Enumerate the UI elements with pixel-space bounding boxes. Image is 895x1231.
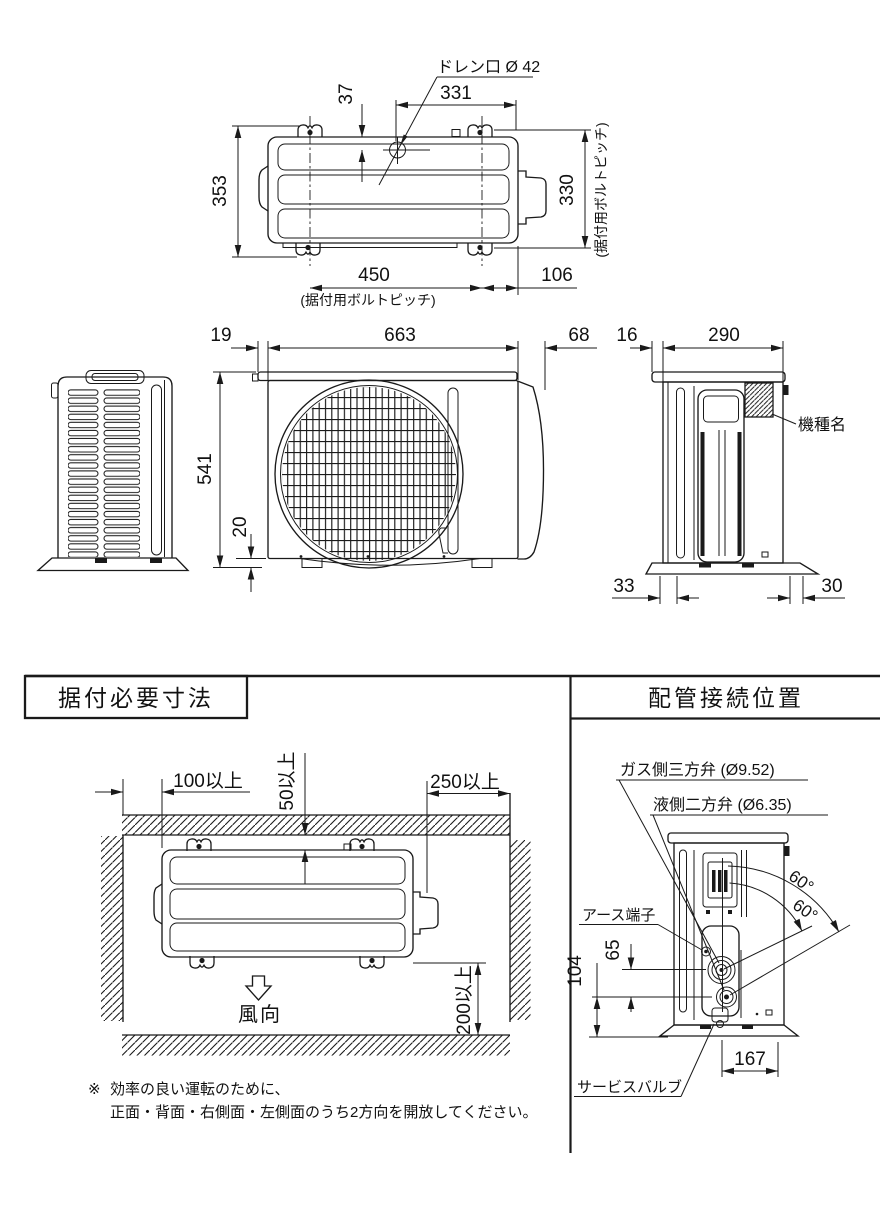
louver-grid: [68, 389, 140, 557]
angle-lower-60: 60°: [789, 895, 821, 925]
left-bump: [258, 165, 269, 212]
dim-bolt-pitch-330: 330: [557, 174, 578, 206]
side-base: [644, 562, 821, 575]
valve-cover: [701, 925, 740, 1017]
gas-valve-label: ガス側三方弁 (Ø9.52): [620, 761, 775, 779]
dim-104: 104: [565, 955, 586, 987]
drain-pan: [299, 558, 481, 566]
left-view-base: [36, 557, 190, 572]
bolt-pitch-note-bottom: (据付用ボルトピッチ): [300, 292, 435, 308]
fan-grille: [282, 387, 456, 561]
install-clearance-diagram: 100以上 50以上 250以上 200以上 風向 ※ 効率の良い運転のために、…: [88, 751, 537, 1121]
dim-20: 20: [230, 516, 251, 537]
side-handle: [697, 389, 745, 563]
dim-depth-353: 353: [210, 175, 231, 207]
dim-68: 68: [568, 325, 589, 346]
front-body: [267, 379, 519, 560]
left-side-view: [36, 370, 190, 572]
side-roof: [651, 371, 786, 383]
liquid-valve: [716, 986, 737, 1008]
dim-19: 19: [210, 325, 231, 346]
clearance-front-200: 200以上: [453, 965, 475, 1035]
piping-unit-body: [673, 842, 785, 1026]
wall-left-hatch: [101, 836, 123, 1021]
clearance-left-100: 100以上: [173, 770, 243, 792]
left-view-body: [57, 376, 173, 558]
valve-cover-protrusion: [518, 170, 547, 225]
clearance-right-250: 250以上: [430, 771, 500, 793]
install-unit-body: [161, 849, 414, 958]
dim-30: 30: [821, 576, 842, 597]
install-section-title: 据付必要寸法: [58, 685, 214, 711]
install-title-box: [23, 674, 249, 720]
earth-terminal-label: アース端子: [582, 907, 655, 924]
dim-drain-x-331: 331: [440, 83, 472, 104]
section-headers: 据付必要寸法 配管接続位置: [23, 674, 880, 1153]
right-side-view: 16 290 機種名 33 30: [612, 325, 846, 604]
drain-leader-line: [378, 76, 438, 186]
dim-663: 663: [384, 325, 416, 346]
earth-terminal: [701, 946, 711, 957]
service-valve-label: サービスバルブ: [577, 1078, 682, 1096]
dim-290: 290: [708, 325, 740, 346]
dim-drain-offset-37: 37: [336, 83, 357, 104]
wall-top-hatch: [122, 815, 510, 835]
grille-bar: [447, 387, 459, 555]
dim-bolt-pitch-450: 450: [358, 265, 390, 286]
dim-167: 167: [734, 1049, 766, 1070]
note-line2: 正面・背面・右側面・左側面のうち2方向を開放してください。: [110, 1104, 537, 1121]
angle-upper-60: 60°: [785, 866, 817, 896]
wind-direction-label: 風向: [238, 1003, 282, 1026]
note-mark: ※: [88, 1081, 101, 1098]
service-valve: [711, 1007, 729, 1028]
piping-connection-diagram: 60° 60° ガス側三方弁 (Ø9.52) 液側二方弁 (Ø6.35) アース…: [565, 761, 851, 1097]
fan-ring-outer: [274, 379, 464, 569]
dim-16: 16: [616, 325, 637, 346]
model-name-plate: [744, 382, 774, 418]
swing-arc-inner: [729, 882, 803, 932]
piping-unit-base: [658, 1024, 800, 1037]
dim-right-offset-106: 106: [541, 265, 573, 286]
top-plate: [257, 371, 518, 382]
terminal-cover: [702, 852, 738, 908]
top-view-body: [267, 136, 519, 244]
note-line1: 効率の良い運転のために、: [110, 1081, 290, 1098]
right-side-panel: [517, 380, 545, 560]
wall-right-hatch: [510, 840, 531, 1020]
swing-arc-outer: [727, 865, 840, 933]
piping-section-title: 配管接続位置: [648, 685, 804, 711]
floor-hatch: [122, 1035, 510, 1056]
dim-541: 541: [195, 453, 216, 485]
front-view: 19 663 68 541 20: [195, 325, 597, 592]
bolt-pitch-note-right: (据付用ボルトピッチ): [593, 122, 609, 257]
wind-direction-arrow: [244, 975, 273, 1002]
drain-label: ドレン口 Ø 42: [437, 59, 540, 76]
model-name-label: 機種名: [798, 416, 846, 434]
dim-65: 65: [603, 939, 624, 960]
dim-33: 33: [613, 576, 634, 597]
liquid-valve-label: 液側二方弁 (Ø6.35): [653, 796, 792, 814]
top-view: ドレン口 Ø 42 353 37 331 330 (据付用ボルトピッチ) 450…: [210, 59, 609, 308]
clearance-top-50: 50以上: [276, 751, 298, 810]
